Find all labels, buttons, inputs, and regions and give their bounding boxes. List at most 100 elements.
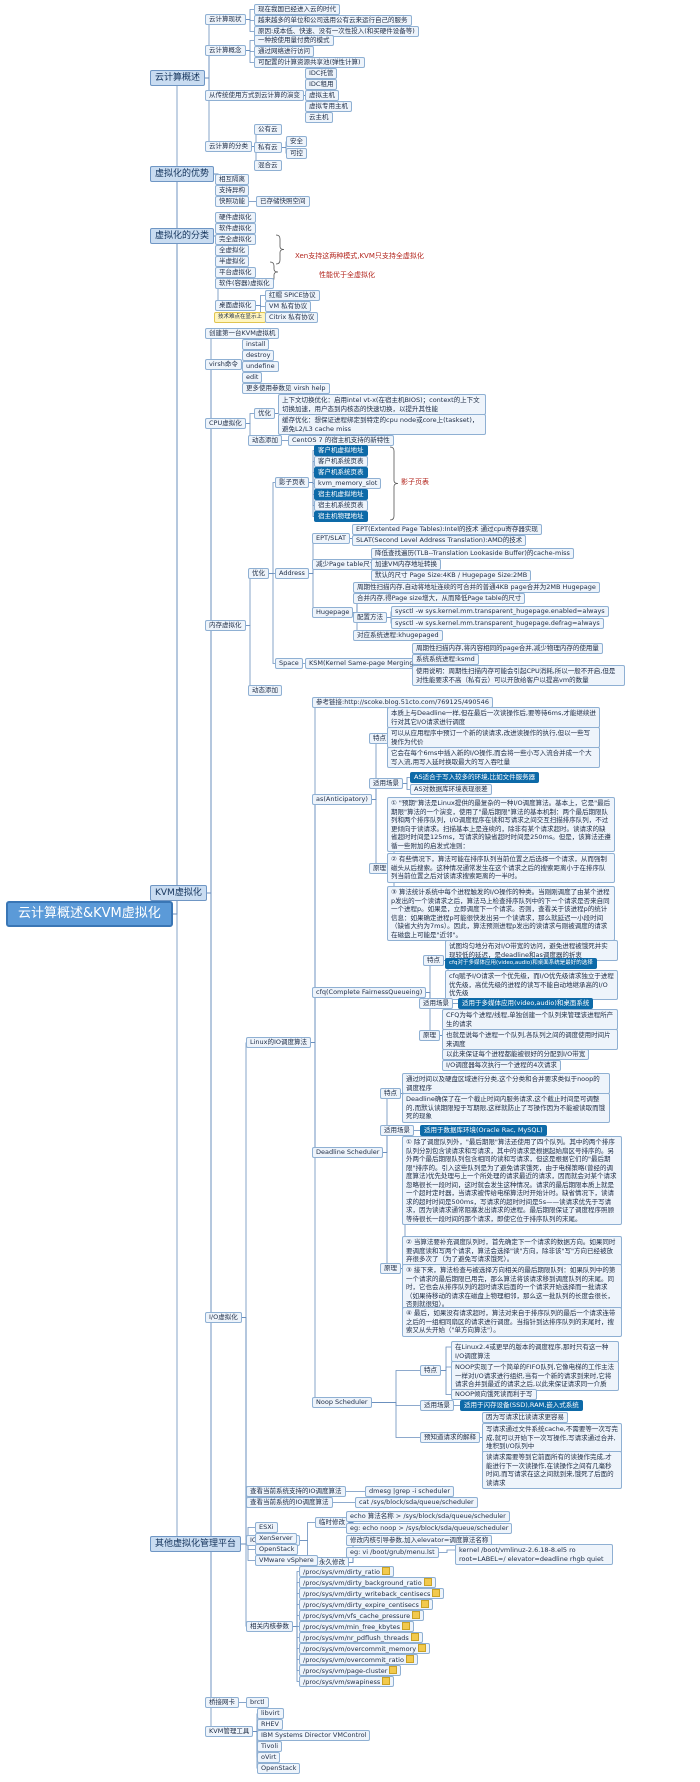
list-item[interactable]: ④ 最后，如果没有请求超时，算法对来自于排序队列的最后一个请求连带之后的一组相同… [402,1307,622,1337]
list-item[interactable]: VMware vSphere [255,1555,318,1566]
list-item[interactable]: 它会在每个6ms中插入新的I/O操作,而会将一些小写入流合并成一个大写入流,用写… [387,747,600,768]
cfq-scheduler[interactable]: cfq(Complete FairnessQueueing) [312,987,427,998]
list-item[interactable]: ② 有些情况下，算法可能在排序队列当前位置之后选择一个请求，从而强制磁头从后搜索… [387,853,615,883]
ksm-node[interactable]: KSM(Kernel Same-page Merging) [305,658,420,669]
list-item[interactable]: SLAT(Second Level Address Translation):A… [352,535,527,546]
list-item[interactable]: 红帽 SPICE协议 [265,290,320,301]
space-node[interactable]: Space [275,658,303,669]
list-item[interactable]: IBM Systems Director VMControl [257,1730,371,1741]
page-item[interactable]: 宿主机物理地址 [314,511,368,522]
cloud-concept-node[interactable]: 云计算概念 [205,45,246,56]
list-item[interactable]: AS适合于写入较多的环境,比如文件服务器 [410,772,540,783]
list-item[interactable]: 以此来保证每个进程都能被很好的分配到I/O带宽 [442,1049,590,1060]
config-method[interactable]: 配置方法 [353,612,387,623]
create-first-vm[interactable]: 创建第一台KVM虚拟机 [205,328,280,339]
kernel-param[interactable]: /proc/sys/vm/dirty_expire_centisecs [299,1599,433,1610]
list-item[interactable]: ① 除了调度队列外，"最后期限"算法还使用了四个队列。其中的两个排序队列分别包含… [402,1136,622,1225]
kvm-management-tools[interactable]: KVM管理工具 [205,1726,254,1737]
list-item[interactable]: 加速VM内存地址转换 [371,559,442,570]
list-item[interactable]: OpenStack [255,1544,299,1555]
view-current-scheduler[interactable]: 查看当前系统的IO调度算法 [246,1497,333,1508]
list-item[interactable]: IDC租用 [305,79,338,90]
list-item[interactable]: 缓存优化：想保证进程绑定到特定的cpu node或core上(taskset)，… [278,414,486,435]
list-item[interactable]: 快照功能 [215,196,249,207]
list-item[interactable]: 通过网络进行访问 [254,46,314,57]
cpu-optimize[interactable]: 优化 [254,408,275,419]
list-item[interactable]: 也就是说每个进程一个队列,各队列之间的调度使用时间片来调度 [442,1029,618,1050]
list-item[interactable]: 可控 [286,148,307,159]
list-item[interactable]: sysctl -w sys.kernel.mm.transparent_huge… [391,618,604,629]
memory-dynamic-add[interactable]: 动态添加 [248,685,282,696]
cfq-principle[interactable]: 原理 [419,1030,440,1041]
cloud-status-node[interactable]: 云计算现状 [205,14,246,25]
list-item[interactable]: kernel /boot/vmlinuz-2.6.18-8.el5 ro roo… [455,1544,613,1565]
list-item[interactable]: Citrix 私有协议 [265,312,319,323]
cloud-types-node[interactable]: 云计算的分类 [205,141,252,152]
list-item[interactable]: undefine [242,361,279,372]
list-item[interactable]: EPT(Extented Page Tables):Intel的技术 通过cpu… [352,524,542,535]
noop-scheduler[interactable]: Noop Scheduler [312,1397,372,1408]
list-item[interactable]: 硬件虚拟化 [215,212,256,223]
list-item[interactable]: ② 当算法要补充调度队列时，首先确定下一个请求的数据方向。如果同时要调度读和写两… [402,1236,622,1266]
list-item[interactable]: 越来越多的单位和公司选用公有云来运行自己的服务 [254,15,412,26]
list-item[interactable]: 相互隔离 [215,174,249,185]
as-scene[interactable]: 适用场景 [369,778,403,789]
kernel-params[interactable]: 相关内核参数 [246,1621,293,1632]
list-item[interactable]: ③ 接下来，算法检查与被选择方向相关的最后期限队列：如果队列中的第一个请求的最后… [402,1264,622,1311]
list-item[interactable]: 可配置的计算资源共享池(弹性计算) [254,57,365,68]
list-item[interactable]: oVirt [257,1752,281,1763]
list-item[interactable]: 系统系统进程:ksmd [412,654,479,665]
deadline-feature[interactable]: 特点 [380,1088,401,1099]
section-virtualization-types[interactable]: 虚拟化的分类 [150,228,215,244]
list-item[interactable]: 在Linux2.4或更早的版本的调度程序,那时只有这一种I/O调度算法 [451,1341,619,1362]
list-item[interactable]: 安全 [286,136,307,147]
list-item[interactable]: 平台虚拟化 [215,267,256,278]
cfq-feature[interactable]: 特点 [423,955,444,966]
kernel-param[interactable]: /proc/sys/vm/nr_pdflush_threads [299,1632,423,1643]
page-item[interactable]: 客户机虚拟地址 [314,445,368,456]
hybrid-cloud[interactable]: 混合云 [254,160,282,171]
address-node[interactable]: Address [275,568,309,579]
list-item[interactable]: NOOP实现了一个简单的FIFO队列,它像电梯的工作主法一样对I/O请求进行组织… [451,1361,619,1391]
list-item[interactable]: IDC托管 [305,68,338,79]
kernel-param[interactable]: /proc/sys/vm/page-cluster [299,1665,402,1676]
list-item[interactable]: cfq赋予I/O请求一个优先级，而I/O优先级请求独立于进程优先级，高优先级的进… [445,970,618,1000]
deadline-principle[interactable]: 原理 [380,1263,401,1274]
temporary-modify[interactable]: 临时修改 [315,1517,349,1528]
kernel-param[interactable]: /proc/sys/vm/min_free_kbytes [299,1621,415,1632]
brctl[interactable]: brctl [246,1697,269,1708]
memory-optimize[interactable]: 优化 [248,568,269,579]
noop-scene[interactable]: 适用场景 [420,1400,454,1411]
list-item[interactable]: 上下文切换优化：启用intel vt-x(在宿主机BIOS)；context的上… [278,394,486,415]
noop-feature[interactable]: 特点 [420,1365,441,1376]
list-item[interactable]: ① "预期"算法是Linux提供的最复杂的一种I/O调度算法。基本上，它是"最后… [387,797,615,852]
list-item[interactable]: libvirt [257,1708,284,1719]
list-item[interactable]: 读请求需要等到它前面所有的读操作完成,才能进行下一次读操作,在读操作之间有几毫秒… [482,1451,622,1489]
page-item[interactable]: 宿主机虚拟地址 [314,489,368,500]
kernel-param[interactable]: /proc/sys/vm/overcommit_memory [299,1643,431,1654]
list-item[interactable]: 半虚拟化 [215,256,249,267]
cloud-evolution-node[interactable]: 从传统使用方式到云计算的演变 [205,90,304,101]
kernel-param[interactable]: /proc/sys/vm/dirty_writeback_centisecs [299,1588,445,1599]
list-item[interactable]: 现在我国已经进入云的时代 [254,4,340,15]
memory-virtualization[interactable]: 内存虚拟化 [205,620,246,631]
command[interactable]: dmesg |grep -i scheduler [365,1486,455,1497]
bridge-nic[interactable]: 桥接网卡 [205,1697,239,1708]
list-item[interactable]: 使用说明：周期性扫描内存可能会引起CPU消耗,所以一般不开启,但是对性能要求不高… [412,665,625,686]
list-item[interactable]: CFQ为每个进程/线程,单独创建一个队列来管理该进程所产生的请求 [442,1009,618,1030]
page-item[interactable]: 客户机系统页表 [314,456,368,467]
list-item[interactable]: destroy [242,350,275,361]
section-cloud-overview[interactable]: 云计算概述 [150,70,206,86]
list-item[interactable]: 一种按使用量付费的模式 [254,35,334,46]
list-item[interactable]: 虚拟专用主机 [305,101,352,112]
deadline-scene[interactable]: 适用场景 [380,1125,414,1136]
list-item[interactable]: 适用于多媒体应用(video,audio)和桌面系统 [458,998,594,1009]
list-item[interactable]: 可以从应用程序中预订一个新的读请求,改进读操作的执行,但以一些写操作为代价 [387,727,600,748]
cpu-dynamic-add[interactable]: 动态添加 [248,435,282,446]
list-item[interactable]: 默认的尺寸 Page Size:4KB / Hugepage Size:2MB [371,570,532,581]
list-item[interactable]: AS对数据库环境表现很差 [410,784,492,795]
kernel-param[interactable]: /proc/sys/vm/vfs_cache_pressure [299,1610,425,1621]
list-item[interactable]: 软件(容器)虚拟化 [215,278,274,289]
page-item[interactable]: 客户机系统页表 [314,467,368,478]
page-item[interactable]: kvm_memory_slot [314,478,382,489]
